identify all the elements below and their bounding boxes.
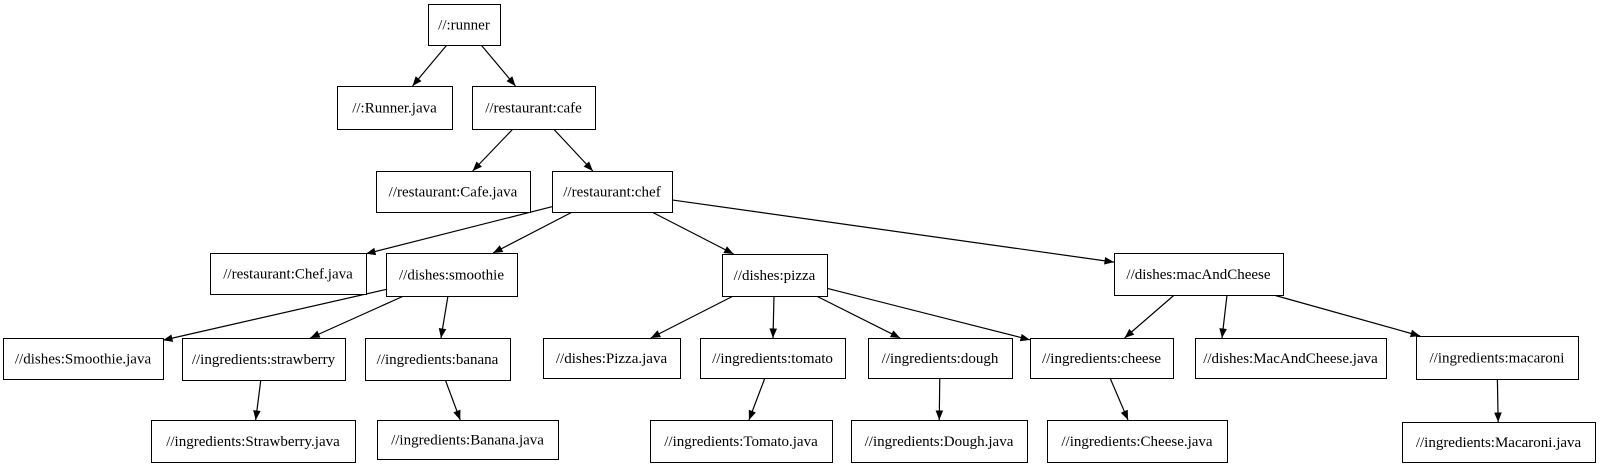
node-label: //ingredients:Strawberry.java bbox=[166, 434, 340, 450]
node-box bbox=[428, 4, 501, 46]
node-box bbox=[337, 86, 453, 130]
node-box bbox=[851, 420, 1028, 463]
node-runner: //:runner bbox=[428, 4, 501, 46]
node-cheese: //ingredients:cheese bbox=[1030, 338, 1174, 379]
edge-smoothie-to-banana bbox=[438, 295, 449, 339]
node-label: //dishes:Smoothie.java bbox=[15, 352, 152, 368]
edge-chef-to-smoothie bbox=[492, 211, 573, 254]
node-banana: //ingredients:banana bbox=[365, 338, 511, 381]
node-label: //ingredients:Banana.java bbox=[391, 433, 544, 449]
node-box bbox=[1047, 420, 1228, 463]
edge-smoothie-to-smoothie_java bbox=[162, 288, 387, 342]
edge-cafe-to-chef bbox=[553, 128, 594, 172]
node-tomato: //ingredients:tomato bbox=[700, 338, 846, 379]
node-label: //ingredients:Macaroni.java bbox=[1416, 435, 1582, 451]
node-box bbox=[377, 420, 559, 460]
edge-chef-to-pizza bbox=[651, 211, 734, 255]
edge-pizza-to-cheese bbox=[826, 287, 1031, 342]
node-label: //:runner bbox=[438, 18, 490, 34]
node-label: //dishes:macAndCheese bbox=[1126, 267, 1270, 283]
node-strawberry_java: //ingredients:Strawberry.java bbox=[151, 420, 356, 463]
node-box bbox=[472, 86, 596, 130]
node-box bbox=[376, 171, 531, 213]
edge-strawberry-to-strawberry_java bbox=[253, 379, 262, 421]
node-smoothie_java: //dishes:Smoothie.java bbox=[3, 338, 164, 380]
node-label: //:Runner.java bbox=[352, 101, 437, 117]
node-cafe: //restaurant:cafe bbox=[472, 86, 596, 130]
node-label: //restaurant:cafe bbox=[485, 101, 582, 117]
node-label: //ingredients:Cheese.java bbox=[1061, 434, 1213, 450]
node-dough: //ingredients:dough bbox=[868, 338, 1013, 379]
node-box bbox=[543, 338, 681, 379]
node-pizza_java: //dishes:Pizza.java bbox=[543, 338, 681, 379]
node-label: //ingredients:banana bbox=[377, 352, 499, 368]
edge-cafe-to-cafe_java bbox=[472, 128, 514, 172]
node-pizza: //dishes:pizza bbox=[722, 254, 828, 297]
node-strawberry: //ingredients:strawberry bbox=[182, 338, 346, 381]
edge-smoothie-to-strawberry bbox=[309, 295, 404, 339]
edge-mac_and_cheese-to-mac_and_cheese_java bbox=[1219, 294, 1228, 339]
node-dough_java: //ingredients:Dough.java bbox=[851, 420, 1028, 463]
edge-banana-to-banana_java bbox=[444, 379, 461, 421]
node-label: //dishes:pizza bbox=[734, 268, 816, 284]
node-box bbox=[1195, 338, 1387, 379]
node-label: //restaurant:chef bbox=[563, 185, 660, 201]
node-label: //dishes:MacAndCheese.java bbox=[1203, 351, 1378, 367]
node-runner_java: //:Runner.java bbox=[337, 86, 453, 130]
node-macaroni_java: //ingredients:Macaroni.java bbox=[1402, 422, 1596, 463]
edge-cheese-to-cheese_java bbox=[1109, 377, 1129, 421]
node-box bbox=[182, 338, 346, 381]
node-smoothie: //dishes:smoothie bbox=[386, 253, 518, 297]
node-tomato_java: //ingredients:Tomato.java bbox=[650, 420, 833, 463]
node-label: //ingredients:Dough.java bbox=[865, 434, 1014, 450]
node-box bbox=[3, 338, 164, 380]
node-box bbox=[365, 338, 511, 381]
node-label: //ingredients:strawberry bbox=[192, 352, 336, 368]
node-box bbox=[1114, 253, 1284, 296]
edge-pizza-to-dough bbox=[816, 295, 901, 339]
node-label: //dishes:smoothie bbox=[399, 268, 504, 284]
edge-runner-to-runner_java bbox=[412, 44, 448, 87]
edge-macaroni-to-macaroni_java bbox=[1494, 378, 1502, 423]
node-box bbox=[210, 253, 367, 295]
node-label: //dishes:Pizza.java bbox=[556, 351, 668, 367]
node-box bbox=[386, 253, 518, 297]
node-box bbox=[700, 338, 846, 379]
node-box bbox=[722, 254, 828, 297]
node-banana_java: //ingredients:Banana.java bbox=[377, 420, 559, 460]
edge-mac_and_cheese-to-cheese bbox=[1124, 294, 1175, 339]
edge-pizza-to-pizza_java bbox=[650, 295, 734, 339]
node-label: //ingredients:tomato bbox=[712, 351, 833, 367]
node-box bbox=[1416, 336, 1579, 380]
node-box bbox=[1030, 338, 1174, 379]
node-macaroni: //ingredients:macaroni bbox=[1416, 336, 1579, 380]
node-box bbox=[552, 171, 673, 213]
node-mac_and_cheese: //dishes:macAndCheese bbox=[1114, 253, 1284, 296]
node-label: //ingredients:Tomato.java bbox=[664, 434, 818, 450]
node-cheese_java: //ingredients:Cheese.java bbox=[1047, 420, 1228, 463]
node-box bbox=[1402, 422, 1596, 463]
edge-dough-to-dough_java bbox=[935, 377, 944, 421]
node-label: //ingredients:macaroni bbox=[1430, 351, 1565, 367]
node-mac_and_cheese_java: //dishes:MacAndCheese.java bbox=[1195, 338, 1387, 379]
node-label: //restaurant:Cafe.java bbox=[389, 185, 518, 201]
node-label: //restaurant:Chef.java bbox=[223, 267, 353, 283]
node-box bbox=[650, 420, 833, 463]
edge-mac_and_cheese-to-macaroni bbox=[1273, 294, 1421, 338]
node-chef: //restaurant:chef bbox=[552, 171, 673, 213]
node-box bbox=[868, 338, 1013, 379]
node-label: //ingredients:dough bbox=[882, 351, 999, 367]
edge-runner-to-cafe bbox=[480, 44, 516, 87]
edge-chef-to-mac_and_cheese bbox=[671, 199, 1115, 265]
edge-pizza-to-tomato bbox=[769, 295, 778, 339]
node-label: //ingredients:cheese bbox=[1042, 351, 1161, 367]
node-box bbox=[151, 420, 356, 463]
node-chef_java: //restaurant:Chef.java bbox=[210, 253, 367, 295]
node-cafe_java: //restaurant:Cafe.java bbox=[376, 171, 531, 213]
edge-tomato-to-tomato_java bbox=[748, 377, 766, 421]
edge-chef-to-chef_java bbox=[365, 206, 553, 256]
